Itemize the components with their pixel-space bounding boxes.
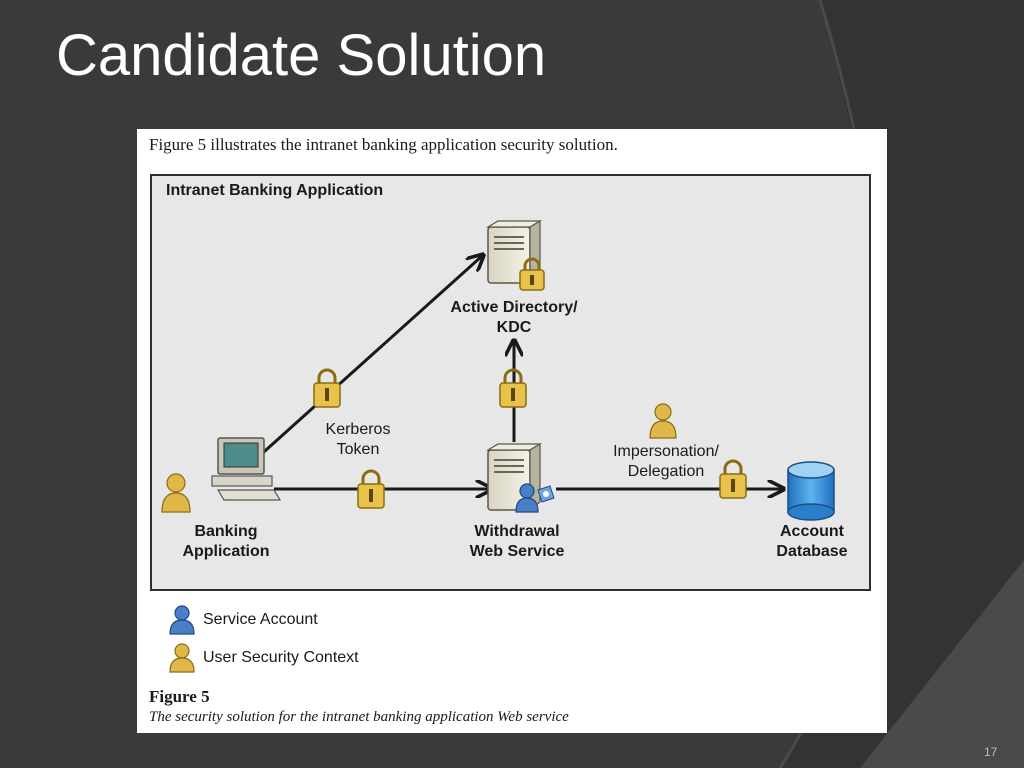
edge-label-impersonation: Impersonation/ Delegation	[598, 442, 734, 482]
lock-icon	[357, 469, 385, 509]
node-label-banking-application: Banking Application	[166, 522, 286, 562]
lock-icon	[499, 368, 527, 408]
lock-icon	[313, 368, 341, 408]
edge-label-line: Delegation	[627, 463, 705, 480]
server-icon	[485, 442, 543, 512]
lock-icon	[719, 459, 747, 499]
node-label-line: Application	[182, 543, 270, 560]
diagram-title: Intranet Banking Application	[166, 182, 384, 199]
node-label-line: Database	[776, 543, 848, 560]
figure-caption-label: Figure 5	[149, 687, 210, 706]
figure-intro-text: Figure 5 illustrates the intranet bankin…	[149, 135, 618, 154]
node-label-line: Web Service	[469, 543, 565, 560]
edge-label-line: Kerberos	[325, 421, 391, 438]
legend-item-user-context: User Security Context	[169, 643, 359, 673]
figure-caption-text: The security solution for the intranet b…	[149, 709, 569, 725]
node-label-withdrawal-service: Withdrawal Web Service	[452, 522, 582, 562]
service-account-icon	[515, 483, 539, 513]
edge-label-line: Token	[336, 441, 380, 458]
service-account-icon	[169, 605, 195, 635]
legend-label: Service Account	[203, 611, 318, 628]
edge-banking-to-ad	[254, 256, 482, 461]
server-icon	[485, 219, 543, 285]
node-label-line: Banking	[194, 523, 258, 540]
legend-item-service-account: Service Account	[169, 605, 318, 635]
page-number: 17	[984, 745, 998, 759]
node-label-line: Account	[780, 523, 844, 540]
user-context-icon	[161, 473, 191, 513]
user-context-icon	[649, 403, 677, 439]
user-context-icon	[169, 643, 195, 673]
diagram-box: Intranet Banking Application	[150, 174, 871, 591]
node-label-account-database: Account Database	[762, 522, 862, 562]
edge-label-kerberos: Kerberos Token	[316, 420, 400, 460]
node-label-line: Active Directory/	[450, 299, 578, 316]
slide-title: Candidate Solution	[56, 23, 547, 88]
workstation-icon	[211, 437, 282, 501]
legend-label: User Security Context	[203, 649, 359, 666]
node-label-line: Withdrawal	[474, 523, 560, 540]
service-badge-icon	[537, 485, 555, 503]
database-icon	[787, 461, 835, 521]
figure-card: Figure 5 illustrates the intranet bankin…	[137, 129, 887, 733]
lock-icon	[519, 257, 545, 291]
edge-label-line: Impersonation/	[613, 443, 719, 460]
diagram-canvas	[161, 219, 835, 521]
node-label-line: KDC	[496, 319, 532, 336]
node-label-active-directory: Active Directory/ KDC	[432, 298, 596, 338]
